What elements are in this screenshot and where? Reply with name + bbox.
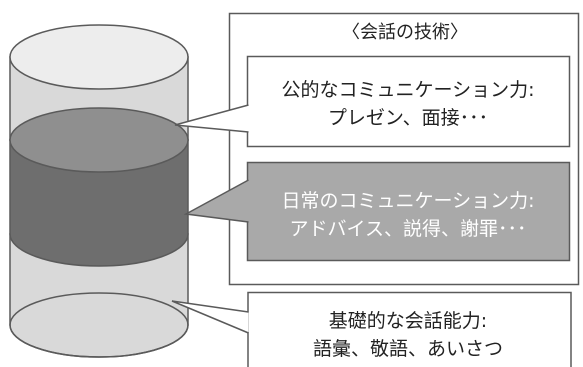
- layer-daily-line2: アドバイス、説得、謝罪･･･: [290, 218, 527, 240]
- cylinder-band-top: [9, 107, 189, 173]
- layer-public-line2: プレゼン、面接･･･: [328, 107, 488, 129]
- cylinder-top: [9, 24, 189, 90]
- cylinder: [9, 24, 189, 358]
- pointer-public: [174, 104, 249, 133]
- layer-public-line1: 公的なコミュニケーション力:: [281, 79, 534, 101]
- layer-basic-line2: 語彙、敬語、あいさつ: [313, 338, 503, 360]
- layer-box-daily: [246, 161, 571, 262]
- cylinder-bottom-rim: [9, 292, 189, 358]
- layer-basic-line1: 基礎的な会話能力:: [329, 310, 487, 332]
- cylinder-band: [9, 139, 189, 267]
- pointer-daily: [183, 179, 249, 223]
- pointer-basic: [171, 300, 249, 334]
- layer-box-public: [246, 55, 571, 148]
- layer-daily-line1: 日常のコミュニケーション力:: [281, 190, 534, 212]
- diagram-title: 〈会話の技術〉: [342, 22, 468, 43]
